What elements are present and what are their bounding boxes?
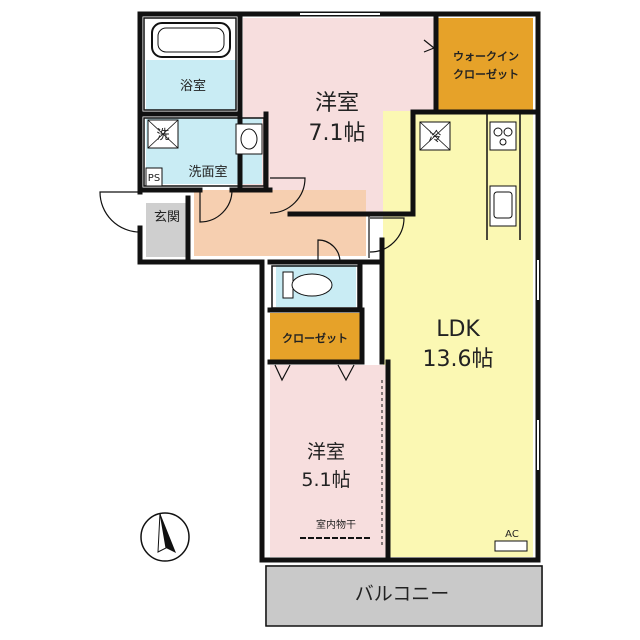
bedroom-large-size: 7.1帖: [309, 121, 366, 146]
toilet-door-arc: [317, 239, 341, 263]
bedroom-small-area: [270, 365, 388, 557]
washer-box: [147, 119, 179, 149]
closet-door-left: [274, 364, 291, 382]
walk-in-closet-area: [438, 18, 533, 111]
walk-in-closet-label-1: ウォークイン: [453, 50, 519, 63]
ps-label: PS: [148, 173, 160, 184]
walk-in-closet-label-2: クローゼット: [453, 67, 519, 81]
bedroom-door-arc: [269, 177, 306, 214]
ldk-name: LDK: [436, 317, 480, 342]
fridge-box: [419, 121, 451, 151]
kitchen-sink: [489, 185, 517, 227]
doors: [99, 39, 436, 382]
inner-outlines: [143, 17, 543, 627]
washer-label: 洗: [156, 128, 169, 143]
toilet: [282, 271, 333, 299]
bath-area: [146, 60, 236, 110]
closet-label: クローゼット: [282, 331, 348, 345]
wic-door: [423, 39, 436, 53]
bedroom-small-size: 5.1帖: [301, 469, 350, 491]
ldk-door-arc: [369, 217, 405, 253]
washroom-label: 洗面室: [188, 164, 227, 180]
balcony-label: バルコニー: [355, 583, 450, 605]
bedroom-small-name: 洋室: [307, 441, 345, 463]
balcony-area: [265, 565, 543, 626]
stove: [489, 121, 517, 151]
ldk-size: 13.6帖: [423, 347, 494, 372]
bathtub-inner: [157, 27, 225, 53]
bathtub: [151, 22, 231, 58]
drying-rack-label: 室内物干: [316, 518, 356, 531]
entrance-area: [146, 203, 186, 257]
washroom-door-arc: [199, 189, 233, 223]
bedroom-large-name: 洋室: [315, 91, 359, 116]
ac-label: AC: [505, 529, 519, 540]
entrance-door-arc: [99, 191, 141, 233]
sink-vanity: [235, 123, 263, 155]
ps-box: [145, 167, 163, 187]
bath-label: 浴室: [180, 78, 206, 94]
fridge-label: 冷: [428, 130, 441, 145]
ac-unit: [494, 540, 528, 552]
closet-area: [270, 313, 360, 360]
hallway-area: [194, 190, 366, 256]
ldk-area: [383, 111, 533, 557]
entrance-label: 玄関: [154, 210, 180, 225]
north-arrow-icon: [140, 512, 190, 562]
closet-door-right: [337, 364, 355, 382]
windows: [300, 13, 539, 470]
